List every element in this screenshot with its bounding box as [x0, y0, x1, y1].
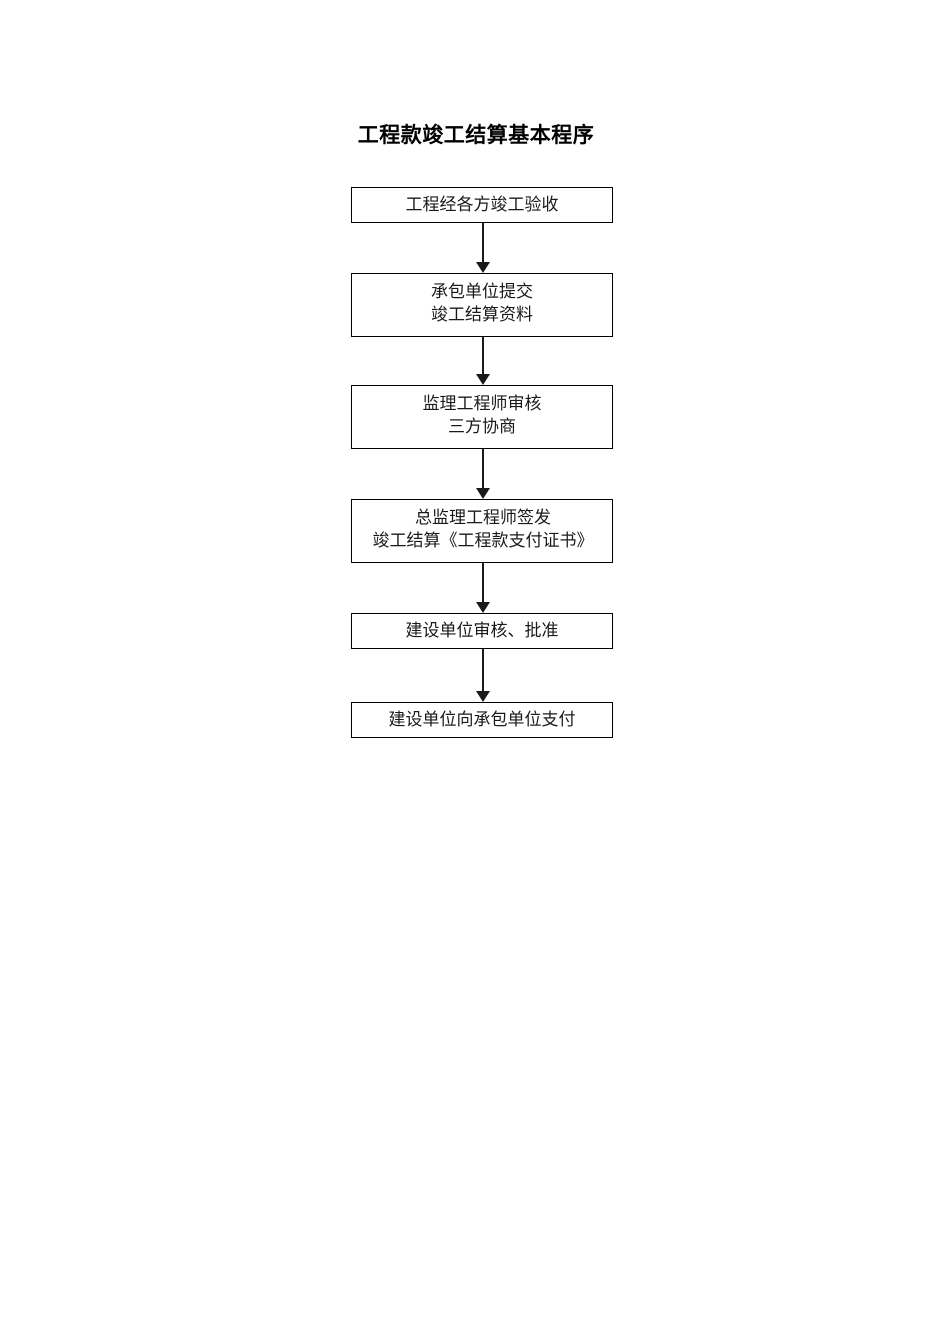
- arrowhead-down-icon: [476, 374, 490, 385]
- arrowhead-down-icon: [476, 262, 490, 273]
- flow-connector-1: [351, 223, 613, 273]
- flow-connector-3: [351, 449, 613, 499]
- flow-node-5[interactable]: 建设单位审核、批准: [351, 613, 613, 649]
- arrowhead-down-icon: [476, 602, 490, 613]
- flow-node-4[interactable]: 总监理工程师签发 竣工结算《工程款支付证书》: [351, 499, 613, 563]
- arrowhead-down-icon: [476, 691, 490, 702]
- flow-connector-5: [351, 649, 613, 702]
- flow-node-1-label: 工程经各方竣工验收: [405, 195, 559, 214]
- connector-line: [482, 223, 484, 264]
- flow-node-3-label: 监理工程师审核 三方协商: [422, 394, 542, 436]
- flow-node-2[interactable]: 承包单位提交 竣工结算资料: [351, 273, 613, 337]
- flow-connector-4: [351, 563, 613, 613]
- flow-node-6[interactable]: 建设单位向承包单位支付: [351, 702, 613, 738]
- arrowhead-down-icon: [476, 488, 490, 499]
- connector-line: [482, 649, 484, 693]
- page-title-text: 工程款竣工结算基本程序: [357, 123, 595, 147]
- flow-connector-2: [351, 337, 613, 385]
- page-title: 工程款竣工结算基本程序: [0, 121, 950, 149]
- flow-node-6-label: 建设单位向承包单位支付: [388, 710, 576, 729]
- connector-line: [482, 337, 484, 376]
- flow-node-2-label: 承包单位提交 竣工结算资料: [431, 282, 533, 324]
- flowchart: 工程经各方竣工验收 承包单位提交 竣工结算资料 监理工程师审核 三方协商 总监理…: [351, 187, 613, 738]
- connector-line: [482, 563, 484, 604]
- connector-line: [482, 449, 484, 490]
- flow-node-4-label: 总监理工程师签发 竣工结算《工程款支付证书》: [372, 508, 594, 550]
- flow-node-3[interactable]: 监理工程师审核 三方协商: [351, 385, 613, 449]
- flow-node-5-label: 建设单位审核、批准: [405, 621, 559, 640]
- flow-node-1[interactable]: 工程经各方竣工验收: [351, 187, 613, 223]
